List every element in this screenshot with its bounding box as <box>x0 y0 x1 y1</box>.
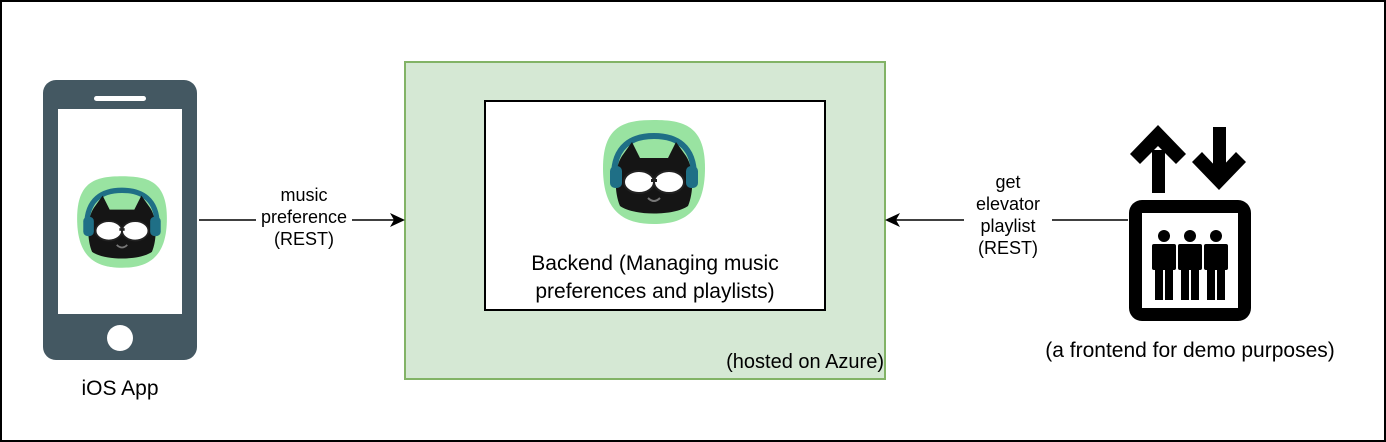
music-preference-label: music preference (REST) <box>244 184 364 250</box>
get-playlist-line-2: elevator <box>975 194 1041 214</box>
get-playlist-label-bg <box>964 171 1052 275</box>
get-playlist-line-1: get <box>995 172 1021 192</box>
azure-label: (hosted on Azure) <box>726 351 884 373</box>
app-mascot-icon <box>77 176 167 268</box>
music-preference-line-3: (REST) <box>274 229 334 249</box>
elevator-icon <box>1129 125 1251 321</box>
backend-label: Backend (Managing music preferences and … <box>486 250 824 306</box>
get-playlist-line-4: (REST) <box>978 238 1038 258</box>
music-preference-line-1: music <box>280 185 328 205</box>
get-playlist-label: get elevator playlist (REST) <box>948 171 1068 259</box>
backend-mascot-icon <box>603 120 705 224</box>
ios-app-label: iOS App <box>81 377 159 400</box>
get-playlist-line-3: playlist <box>980 216 1036 236</box>
music-preference-line-2: preference <box>260 207 348 227</box>
backend-label-line-1: Backend (Managing music <box>531 252 779 275</box>
backend-label-line-2: preferences and playlists) <box>535 280 775 303</box>
frontend-label: (a frontend for demo purposes) <box>1045 339 1335 362</box>
music-preference-label-bg <box>256 184 352 258</box>
